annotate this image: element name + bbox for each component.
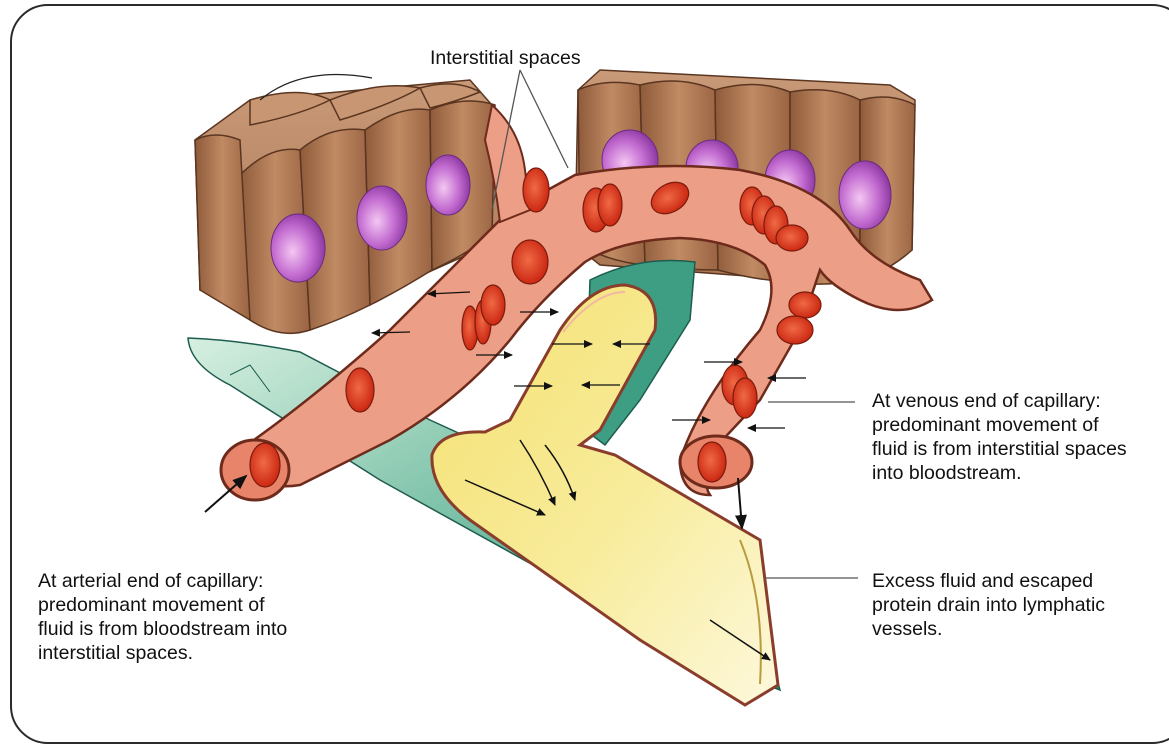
venous-outflow-arrow [738,478,742,528]
label-arterial-end: At arterial end of capillary: predominan… [38,569,287,665]
label-venous-end: At venous end of capillary: predominant … [872,389,1127,485]
label-lymph-drainage: Excess fluid and escaped protein drain i… [872,569,1105,641]
label-interstitial-spaces: Interstitial spaces [430,46,581,70]
